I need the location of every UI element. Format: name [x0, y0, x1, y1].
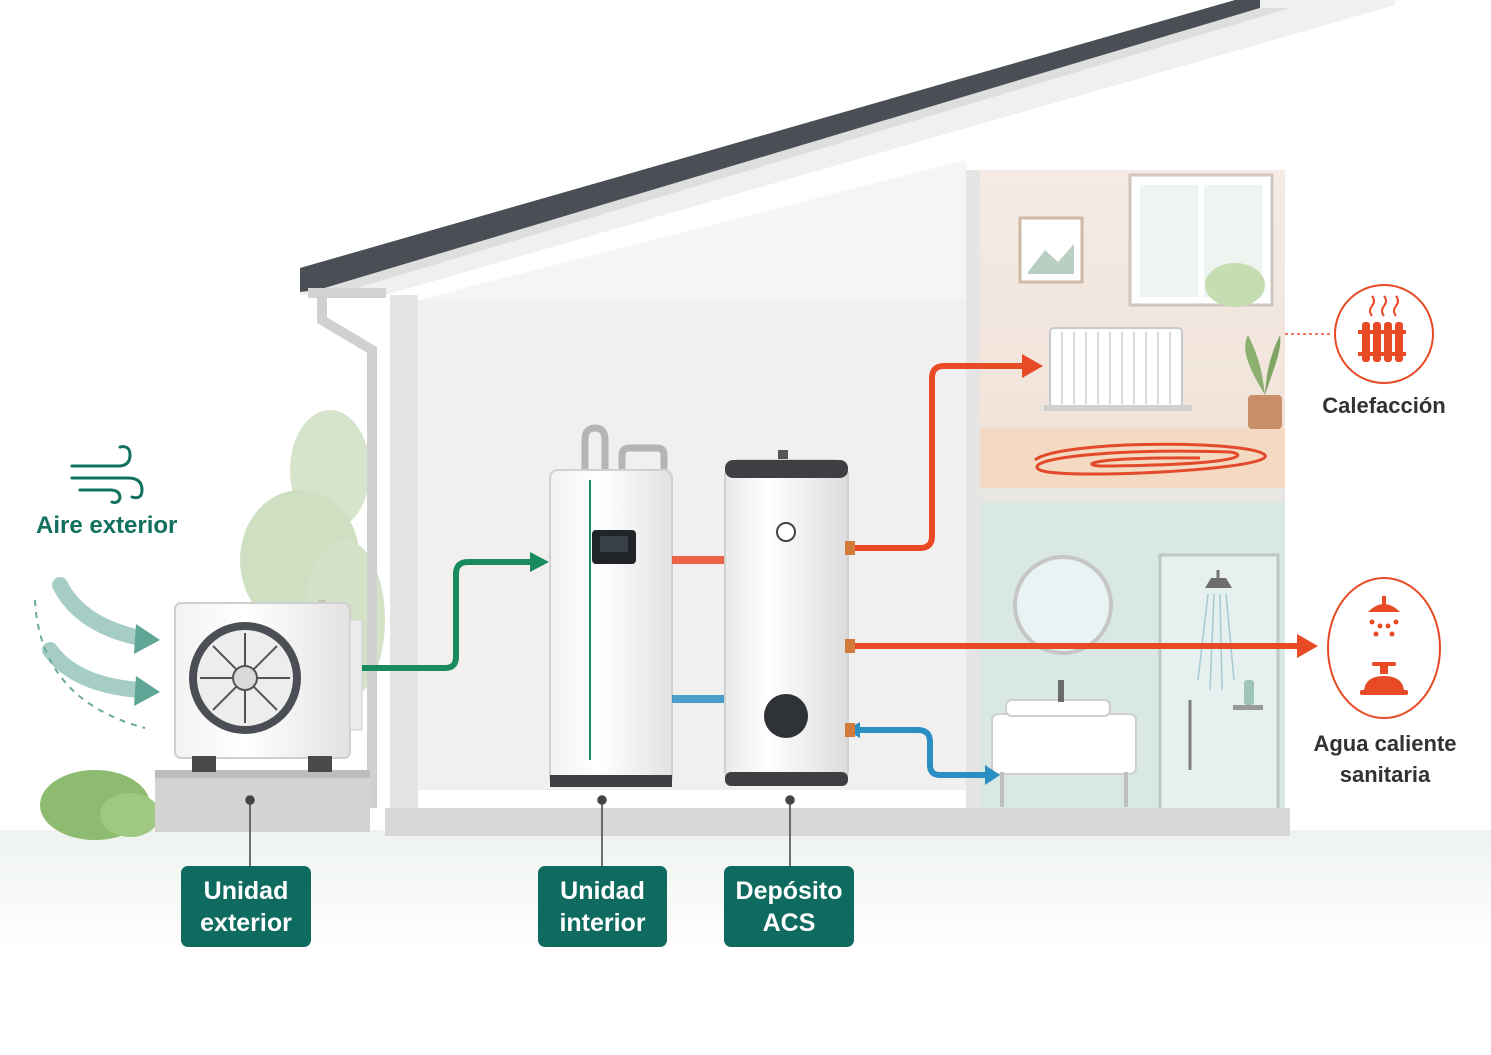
roof [300, 0, 1395, 298]
underfloor-heating-coil [1034, 442, 1267, 476]
outdoor-unit [174, 602, 363, 772]
sink [991, 680, 1137, 807]
outdoor-unit-tag: Unidad exterior [181, 866, 311, 947]
heating-label: Calefacción [1322, 393, 1446, 418]
indoor-unit-tag-line2: interior [559, 908, 646, 937]
floor-slab [385, 808, 1290, 836]
air-flow-arrows [34, 577, 160, 729]
dhw-tank-tag-line1: Depósito [735, 876, 843, 905]
dhw-tank [724, 450, 849, 786]
dhw-tank-tag: Depósito ACS [724, 866, 854, 947]
indoor-unit-tag: Unidad interior [538, 866, 667, 947]
downpipe [317, 296, 377, 808]
dhw-label-line1: Agua caliente [1313, 731, 1457, 756]
dhw-icon-group [1327, 577, 1441, 719]
wind-icon [70, 445, 144, 504]
tap-icon [1360, 662, 1408, 695]
outdoor-unit-tag-line2: exterior [200, 908, 292, 937]
shower-enclosure [1158, 553, 1280, 812]
radiator [1044, 327, 1192, 411]
radiator-icon [1334, 284, 1434, 384]
dhw-tank-tag-line2: ACS [762, 908, 816, 937]
heating-flow-pipe [848, 363, 1025, 551]
leader-lines [245, 795, 795, 866]
outer-wall [390, 295, 418, 815]
shower-icon [1368, 596, 1400, 637]
concrete-plinth [155, 770, 370, 832]
bush [40, 770, 160, 840]
mirror [1013, 555, 1113, 655]
indoor-unit-tag-line1: Unidad [560, 876, 645, 905]
outdoor-unit-tag-line1: Unidad [203, 876, 289, 905]
refrigerant-line [362, 559, 540, 671]
indoor-unit [549, 424, 673, 787]
dhw-label-line2: sanitaria [1339, 762, 1431, 787]
cold-water-pipe [852, 727, 996, 778]
outdoor-air-label: Aire exterior [36, 512, 178, 539]
dhw-label: Agua caliente sanitaria [1296, 728, 1474, 790]
potted-plant [1245, 335, 1282, 429]
